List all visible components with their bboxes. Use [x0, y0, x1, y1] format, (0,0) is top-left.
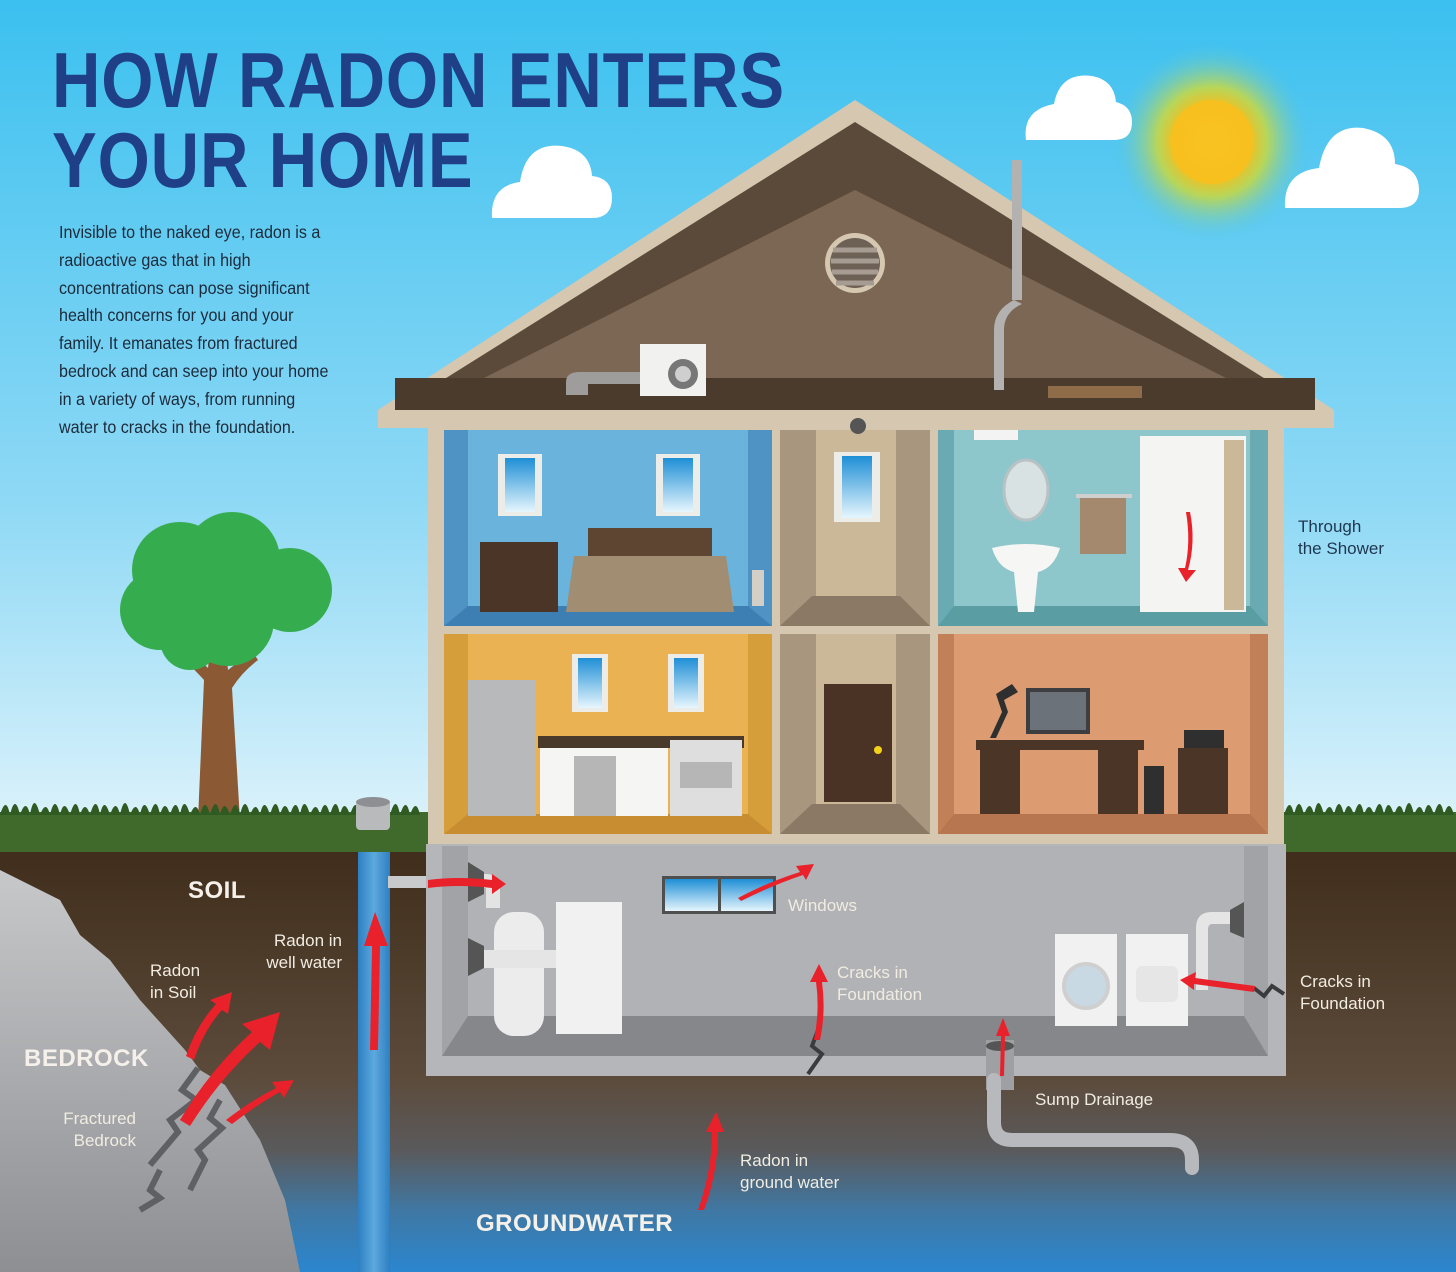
label-soil: SOIL [188, 877, 247, 904]
furnace-icon [556, 902, 622, 1034]
door-icon [824, 684, 892, 802]
intro-paragraph: Invisible to the naked eye, radon is a r… [59, 222, 329, 437]
bedroom [444, 430, 772, 626]
page-title: HOW RADON ENTERS YOUR HOME [52, 40, 785, 200]
tree-icon [120, 512, 332, 820]
lower-hallway [780, 634, 930, 834]
towel-icon [1080, 494, 1126, 554]
bedrock-layer [0, 870, 300, 1272]
ceiling-light-icon [850, 418, 866, 434]
cloud-icon [1025, 75, 1132, 140]
label-cracks-foundation-right: Cracks in Foundation [1300, 972, 1386, 1013]
kitchen [444, 634, 772, 834]
label-radon-in-soil: Radon in Soil [150, 961, 201, 1002]
sink-icon [992, 544, 1060, 612]
bed-icon [566, 556, 734, 612]
mirror-icon [1002, 458, 1050, 522]
cloud-icon [1284, 127, 1419, 208]
cloud-icon [491, 145, 612, 218]
title-line-1: HOW RADON ENTERS [52, 36, 786, 124]
basement [426, 844, 1286, 1076]
bathroom [938, 430, 1268, 626]
office [938, 634, 1268, 834]
label-fractured-bedrock: Fractured Bedrock [63, 1109, 136, 1150]
well-shaft [358, 852, 390, 1272]
door-knob-icon [874, 746, 882, 754]
desk-icon [976, 740, 1144, 750]
water-heater-icon [494, 912, 544, 1036]
printer-icon [1184, 730, 1224, 748]
label-through-shower: Through the Shower [1298, 517, 1384, 558]
label-radon-in-ground-water: Radon in ground water [740, 1151, 840, 1192]
dresser-icon [480, 542, 558, 612]
title-line-2: YOUR HOME [52, 116, 474, 204]
upper-hallway [780, 418, 930, 626]
well-cap-icon [356, 800, 390, 830]
label-windows: Windows [788, 896, 857, 915]
fracture-icon [138, 1066, 227, 1213]
label-groundwater: GROUNDWATER [476, 1210, 674, 1237]
radon-arrow-icon [180, 512, 1255, 1210]
foundation-crack-icon [1252, 983, 1286, 999]
label-cracks-foundation-center: Cracks in Foundation [837, 963, 923, 1004]
computer-tower-icon [1144, 766, 1164, 814]
vent-stack [1012, 160, 1022, 300]
grass-right [1284, 812, 1456, 852]
lamp-icon [990, 684, 1018, 738]
fridge-icon [468, 680, 536, 816]
label-radon-in-well-water: Radon in well water [266, 931, 342, 972]
label-bedrock: BEDROCK [24, 1045, 149, 1072]
sump-drain-pipe [987, 1073, 1199, 1175]
label-sump-drainage: Sump Drainage [1035, 1090, 1154, 1109]
attic-hatch [1048, 386, 1142, 398]
